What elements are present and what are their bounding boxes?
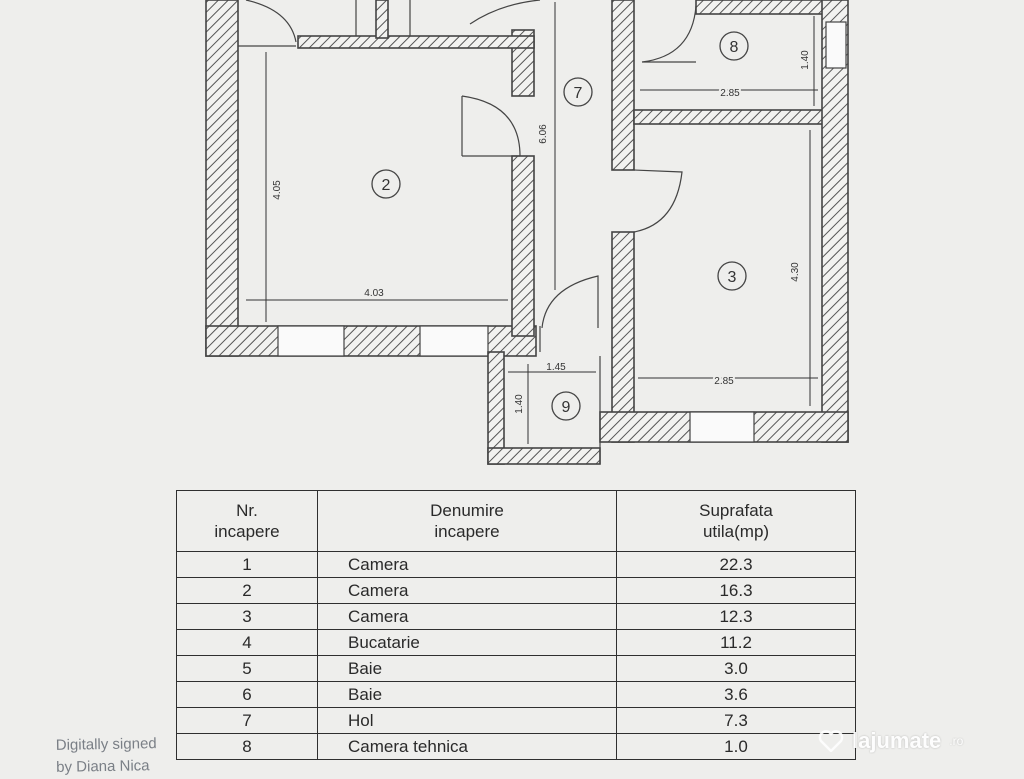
wall-right-block-left-upper xyxy=(611,0,635,171)
cell-name: Camera xyxy=(317,603,617,630)
table-row: 8 Camera tehnica 1.0 xyxy=(176,733,856,760)
wall-right-block-left-lower xyxy=(611,231,635,443)
room-label-2: 2 xyxy=(382,177,391,194)
cell-area: 16.3 xyxy=(616,577,856,604)
cell-name: Baie xyxy=(317,681,617,708)
table-row: 1 Camera 22.3 xyxy=(176,551,856,578)
header-room-area: Suprafata utila(mp) xyxy=(616,490,856,552)
wall-top-stub xyxy=(375,0,389,39)
dim-room9-height: 1.40 xyxy=(514,394,525,414)
window-room8 xyxy=(825,21,847,69)
heart-icon xyxy=(818,730,844,752)
wall-room8-top xyxy=(695,0,827,15)
wall-room8-bottom xyxy=(633,109,825,125)
signature-line-1: Digitally signed xyxy=(55,735,157,754)
dim-room9-width: 1.45 xyxy=(546,362,566,373)
cell-nr: 1 xyxy=(176,551,318,578)
cell-area: 3.0 xyxy=(616,655,856,682)
cell-area: 3.6 xyxy=(616,681,856,708)
cell-area: 11.2 xyxy=(616,629,856,656)
room-label-9: 9 xyxy=(562,399,571,416)
watermark-brand: lajumate xyxy=(852,728,942,753)
watermark-tld: .ro xyxy=(949,734,964,748)
wall-room2-left xyxy=(205,0,239,357)
door-room8 xyxy=(641,5,697,63)
door-room2-top xyxy=(245,0,297,43)
cell-nr: 6 xyxy=(176,681,318,708)
dim-room8-height: 1.40 xyxy=(800,50,811,70)
signature-line-2: by Diana Nica xyxy=(56,757,150,776)
cell-name: Baie xyxy=(317,655,617,682)
cell-name: Hol xyxy=(317,707,617,734)
watermark: lajumate .ro xyxy=(818,728,963,754)
door-hall-top xyxy=(469,0,541,25)
cell-name: Camera xyxy=(317,577,617,604)
digital-signature: Digitally signed by Diana Nica xyxy=(56,733,158,779)
cell-nr: 5 xyxy=(176,655,318,682)
room-label-7: 7 xyxy=(574,85,583,102)
table-row: 5 Baie 3.0 xyxy=(176,655,856,682)
dim-room2-height: 4.05 xyxy=(272,180,283,200)
cell-nr: 2 xyxy=(176,577,318,604)
table-row: 7 Hol 7.3 xyxy=(176,707,856,734)
wall-room2-top xyxy=(297,35,535,49)
header-room-name: Denumire incapere xyxy=(317,490,617,552)
door-room2-hall xyxy=(461,95,521,157)
dim-room3-height: 4.30 xyxy=(790,262,801,282)
dim-room8-width: 2.85 xyxy=(720,88,740,99)
room-label-3: 3 xyxy=(728,269,737,286)
wall-right-outer xyxy=(821,0,849,443)
cell-name: Camera tehnica xyxy=(317,733,617,760)
room-area-table: Nr. incapere Denumire incapere Suprafata… xyxy=(176,490,856,760)
table-row: 4 Bucatarie 11.2 xyxy=(176,629,856,656)
cell-name: Camera xyxy=(317,551,617,578)
cell-area: 1.0 xyxy=(616,733,856,760)
table-row: 2 Camera 16.3 xyxy=(176,577,856,604)
window-room2-a xyxy=(277,325,345,357)
cell-nr: 3 xyxy=(176,603,318,630)
cell-area: 22.3 xyxy=(616,551,856,578)
dim-room3-width: 2.85 xyxy=(714,376,734,387)
header-room-number: Nr. incapere xyxy=(176,490,318,552)
table-row: 6 Baie 3.6 xyxy=(176,681,856,708)
cell-nr: 7 xyxy=(176,707,318,734)
table-row: 3 Camera 12.3 xyxy=(176,603,856,630)
cell-name: Bucatarie xyxy=(317,629,617,656)
dim-hall-length: 6.06 xyxy=(538,124,549,144)
room-label-8: 8 xyxy=(730,39,739,56)
cell-area: 12.3 xyxy=(616,603,856,630)
cell-nr: 4 xyxy=(176,629,318,656)
door-room9 xyxy=(541,275,599,329)
table-header-row: Nr. incapere Denumire incapere Suprafata… xyxy=(176,490,856,552)
door-room3 xyxy=(633,169,683,233)
wall-room9-bottom xyxy=(487,447,601,465)
cell-nr: 8 xyxy=(176,733,318,760)
dim-room2-width: 4.03 xyxy=(364,288,384,299)
window-room2-b xyxy=(419,325,489,357)
window-room3 xyxy=(689,411,755,443)
wall-room2-right-lower xyxy=(511,155,535,337)
floor-plan: 4.05 4.03 6.06 2.85 1.40 4.30 2.85 1.45 … xyxy=(205,0,849,465)
